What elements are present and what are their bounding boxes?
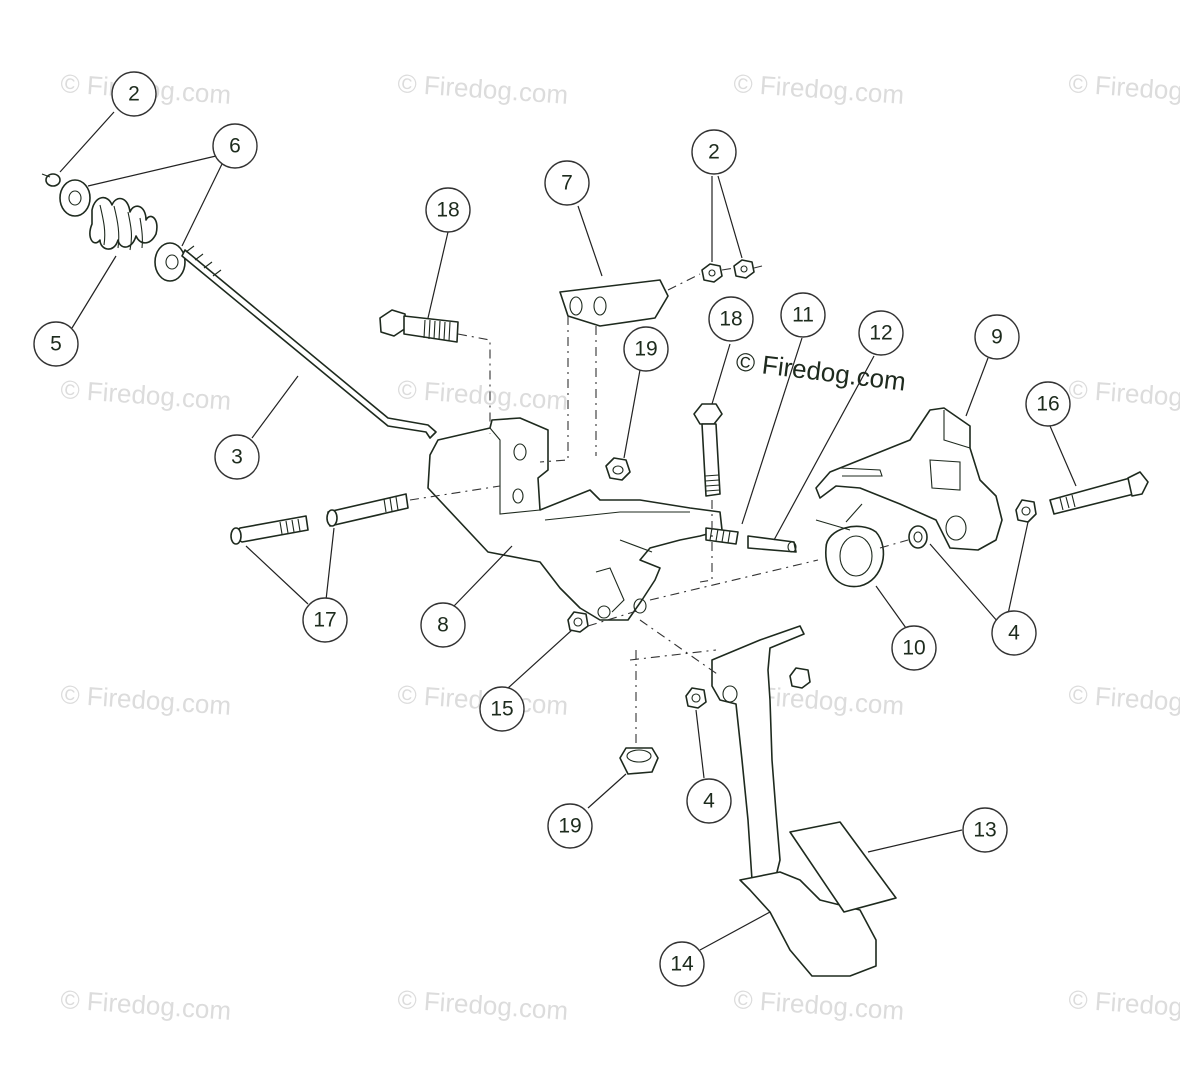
svg-text:3: 3 <box>231 446 243 469</box>
svg-text:2: 2 <box>128 83 140 106</box>
svg-text:5: 5 <box>50 333 62 356</box>
spring-part-5 <box>89 196 158 251</box>
nut-part-2-right-b <box>733 259 755 279</box>
nut-part-2-right-a <box>701 263 723 283</box>
torsion-spring-part-10 <box>815 503 885 588</box>
watermark: © Firedog.com <box>1068 68 1180 110</box>
svg-text:9: 9 <box>991 326 1003 349</box>
callout-4: 4 <box>686 778 732 824</box>
assembly-line <box>699 500 713 583</box>
bolt-part-18-vertical <box>693 403 723 497</box>
svg-text:7: 7 <box>561 172 573 195</box>
svg-text:19: 19 <box>558 815 581 838</box>
svg-text:12: 12 <box>869 322 892 345</box>
bracket-part-9 <box>815 407 1003 551</box>
callout-18: 18 <box>708 296 754 342</box>
callout-14: 14 <box>659 941 705 987</box>
svg-text:4: 4 <box>1008 622 1020 645</box>
assembly-line <box>629 619 721 677</box>
callout-16: 16 <box>1025 381 1071 427</box>
callout-9: 9 <box>974 314 1020 360</box>
washer-part-6-lower <box>154 242 186 282</box>
bracket-part-7 <box>559 279 669 327</box>
callout-11: 11 <box>780 292 826 338</box>
bolt-part-17-short <box>326 493 409 527</box>
callout-3: 3 <box>214 434 260 480</box>
svg-text:18: 18 <box>719 308 742 331</box>
watermark: © Firedog.com <box>397 374 570 416</box>
callout-5: 5 <box>33 321 79 367</box>
svg-text:15: 15 <box>490 698 513 721</box>
nut-part-19-upper <box>605 457 631 481</box>
svg-text:18: 18 <box>436 199 459 222</box>
callout-12: 12 <box>858 310 904 356</box>
nut-part-19-lower <box>619 747 659 775</box>
washer-part-4-lower <box>685 687 707 709</box>
svg-text:2: 2 <box>708 141 720 164</box>
watermark: © Firedog.com <box>1068 984 1180 1026</box>
watermark: © Firedog.com <box>60 679 233 721</box>
watermark: © Firedog.com <box>397 984 570 1026</box>
svg-text:19: 19 <box>634 338 657 361</box>
watermark: © Firedog.com <box>733 984 906 1026</box>
parts-layer <box>41 173 1149 977</box>
svg-text:14: 14 <box>670 953 694 976</box>
callout-19: 19 <box>623 326 669 372</box>
bolt-part-18-left <box>379 309 459 343</box>
assembly-line <box>409 485 501 501</box>
nut-part-2-left <box>41 173 61 187</box>
svg-text:10: 10 <box>902 637 925 660</box>
watermark: © Firedog.com <box>60 374 233 416</box>
washer-part-4-mid <box>908 525 928 549</box>
callout-4: 4 <box>991 610 1037 656</box>
callout-2: 2 <box>691 129 737 175</box>
bushing-part-15 <box>567 611 589 633</box>
watermark: © Firedog.com <box>60 984 233 1026</box>
watermark: © Firedog.com <box>397 68 570 110</box>
svg-text:13: 13 <box>973 819 996 842</box>
callout-18: 18 <box>425 187 471 233</box>
assembly-line <box>649 539 909 601</box>
callout-15: 15 <box>479 686 525 732</box>
callout-6: 6 <box>212 123 258 169</box>
rod-part-3 <box>181 245 437 439</box>
callout-7: 7 <box>544 160 590 206</box>
callout-19: 19 <box>547 803 593 849</box>
assembly-line <box>539 316 569 463</box>
svg-text:4: 4 <box>703 790 715 813</box>
svg-text:11: 11 <box>792 304 814 327</box>
bracket-part-8 <box>427 417 723 621</box>
pin-part-12 <box>747 535 797 553</box>
watermark: © Firedog.com <box>1068 374 1180 416</box>
assembly-line <box>587 609 641 627</box>
callout-13: 13 <box>962 807 1008 853</box>
callout-17: 17 <box>302 597 348 643</box>
svg-text:17: 17 <box>313 609 336 632</box>
callout-2: 2 <box>111 71 157 117</box>
svg-text:6: 6 <box>229 135 241 158</box>
pedal-pad-part-13 <box>789 821 897 913</box>
bolt-part-17-long <box>230 515 309 545</box>
washer-part-6-upper <box>59 179 91 217</box>
washer-part-4-right <box>1015 499 1037 523</box>
callouts: 2 6 5 3 18 7 2 18 11 12 19 9 16 17 8 10 … <box>33 71 1071 987</box>
assembly-line <box>667 265 763 291</box>
callout-10: 10 <box>891 625 937 671</box>
bolt-part-16 <box>1049 471 1149 515</box>
leader-lines <box>59 111 1077 951</box>
svg-text:16: 16 <box>1036 393 1059 416</box>
watermark: © Firedog.com <box>733 68 906 110</box>
svg-text:8: 8 <box>437 614 449 637</box>
spring-part-11 <box>705 527 739 545</box>
callout-8: 8 <box>420 602 466 648</box>
nut-near-pedal <box>789 667 811 689</box>
watermark: © Firedog.com <box>1068 679 1180 721</box>
